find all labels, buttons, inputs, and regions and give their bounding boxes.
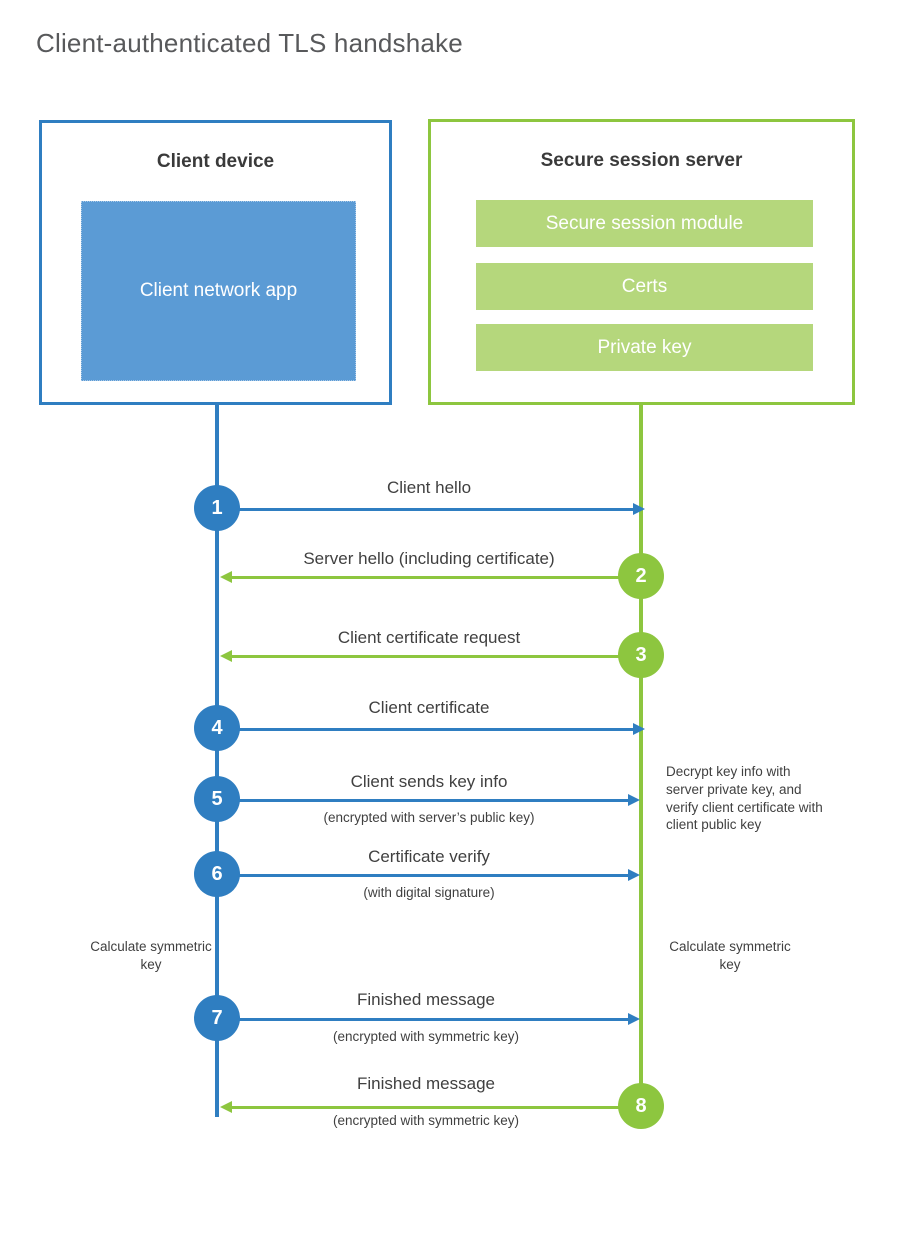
server-calculate-note: Calculate symmetric key bbox=[669, 939, 791, 972]
step-circle-7[interactable]: 7 bbox=[194, 995, 240, 1041]
step-8-sublabel: (encrypted with symmetric key) bbox=[332, 1113, 520, 1128]
arrow-head-right-icon bbox=[633, 723, 645, 735]
step-circle-8[interactable]: 8 bbox=[618, 1083, 664, 1129]
step-8-label: Finished message bbox=[357, 1074, 495, 1093]
step-circle-1[interactable]: 1 bbox=[194, 485, 240, 531]
client-lifeline bbox=[215, 404, 219, 1117]
step-circle-3[interactable]: 3 bbox=[618, 632, 664, 678]
step-circle-6[interactable]: 6 bbox=[194, 851, 240, 897]
page-title: Client-authenticated TLS handshake bbox=[36, 28, 463, 58]
step-5-sublabel: (encrypted with server’s public key) bbox=[323, 810, 535, 825]
client-device-box: Client device Client network app bbox=[39, 120, 392, 405]
step-5-label: Client sends key info bbox=[350, 772, 508, 791]
arrow-head-right-icon bbox=[628, 1013, 640, 1025]
step-circle-2[interactable]: 2 bbox=[618, 553, 664, 599]
server-component-certs: Certs bbox=[476, 263, 813, 310]
step-6-sublabel: (with digital signature) bbox=[363, 885, 495, 900]
step-3-label: Client certificate request bbox=[337, 628, 521, 647]
secure-session-server-title: Secure session server bbox=[540, 150, 743, 171]
step-6-label: Certificate verify bbox=[368, 847, 490, 866]
arrow-head-right-icon bbox=[628, 794, 640, 806]
arrow-head-left-icon bbox=[220, 1101, 232, 1113]
step-1-label: Client hello bbox=[386, 478, 472, 497]
step-2-label: Server hello (including certificate) bbox=[303, 549, 555, 568]
server-component-secure-session-module: Secure session module bbox=[476, 200, 813, 247]
secure-session-server-box: Secure session server Secure session mod… bbox=[428, 119, 855, 405]
step-7-label: Finished message bbox=[357, 990, 495, 1009]
client-network-app-block: Client network app bbox=[81, 201, 356, 381]
step-circle-5[interactable]: 5 bbox=[194, 776, 240, 822]
arrow-head-left-icon bbox=[220, 571, 232, 583]
arrow-head-left-icon bbox=[220, 650, 232, 662]
server-decrypt-note: Decrypt key info with server private key… bbox=[666, 764, 823, 833]
step-7-sublabel: (encrypted with symmetric key) bbox=[332, 1029, 520, 1044]
step-4-label: Client certificate bbox=[368, 698, 490, 717]
server-component-private-key: Private key bbox=[476, 324, 813, 371]
client-device-title: Client device bbox=[156, 151, 275, 172]
client-calculate-note: Calculate symmetric key bbox=[90, 939, 212, 972]
step-circle-4[interactable]: 4 bbox=[194, 705, 240, 751]
arrow-head-right-icon bbox=[633, 503, 645, 515]
arrow-head-right-icon bbox=[628, 869, 640, 881]
server-lifeline bbox=[639, 404, 643, 1106]
